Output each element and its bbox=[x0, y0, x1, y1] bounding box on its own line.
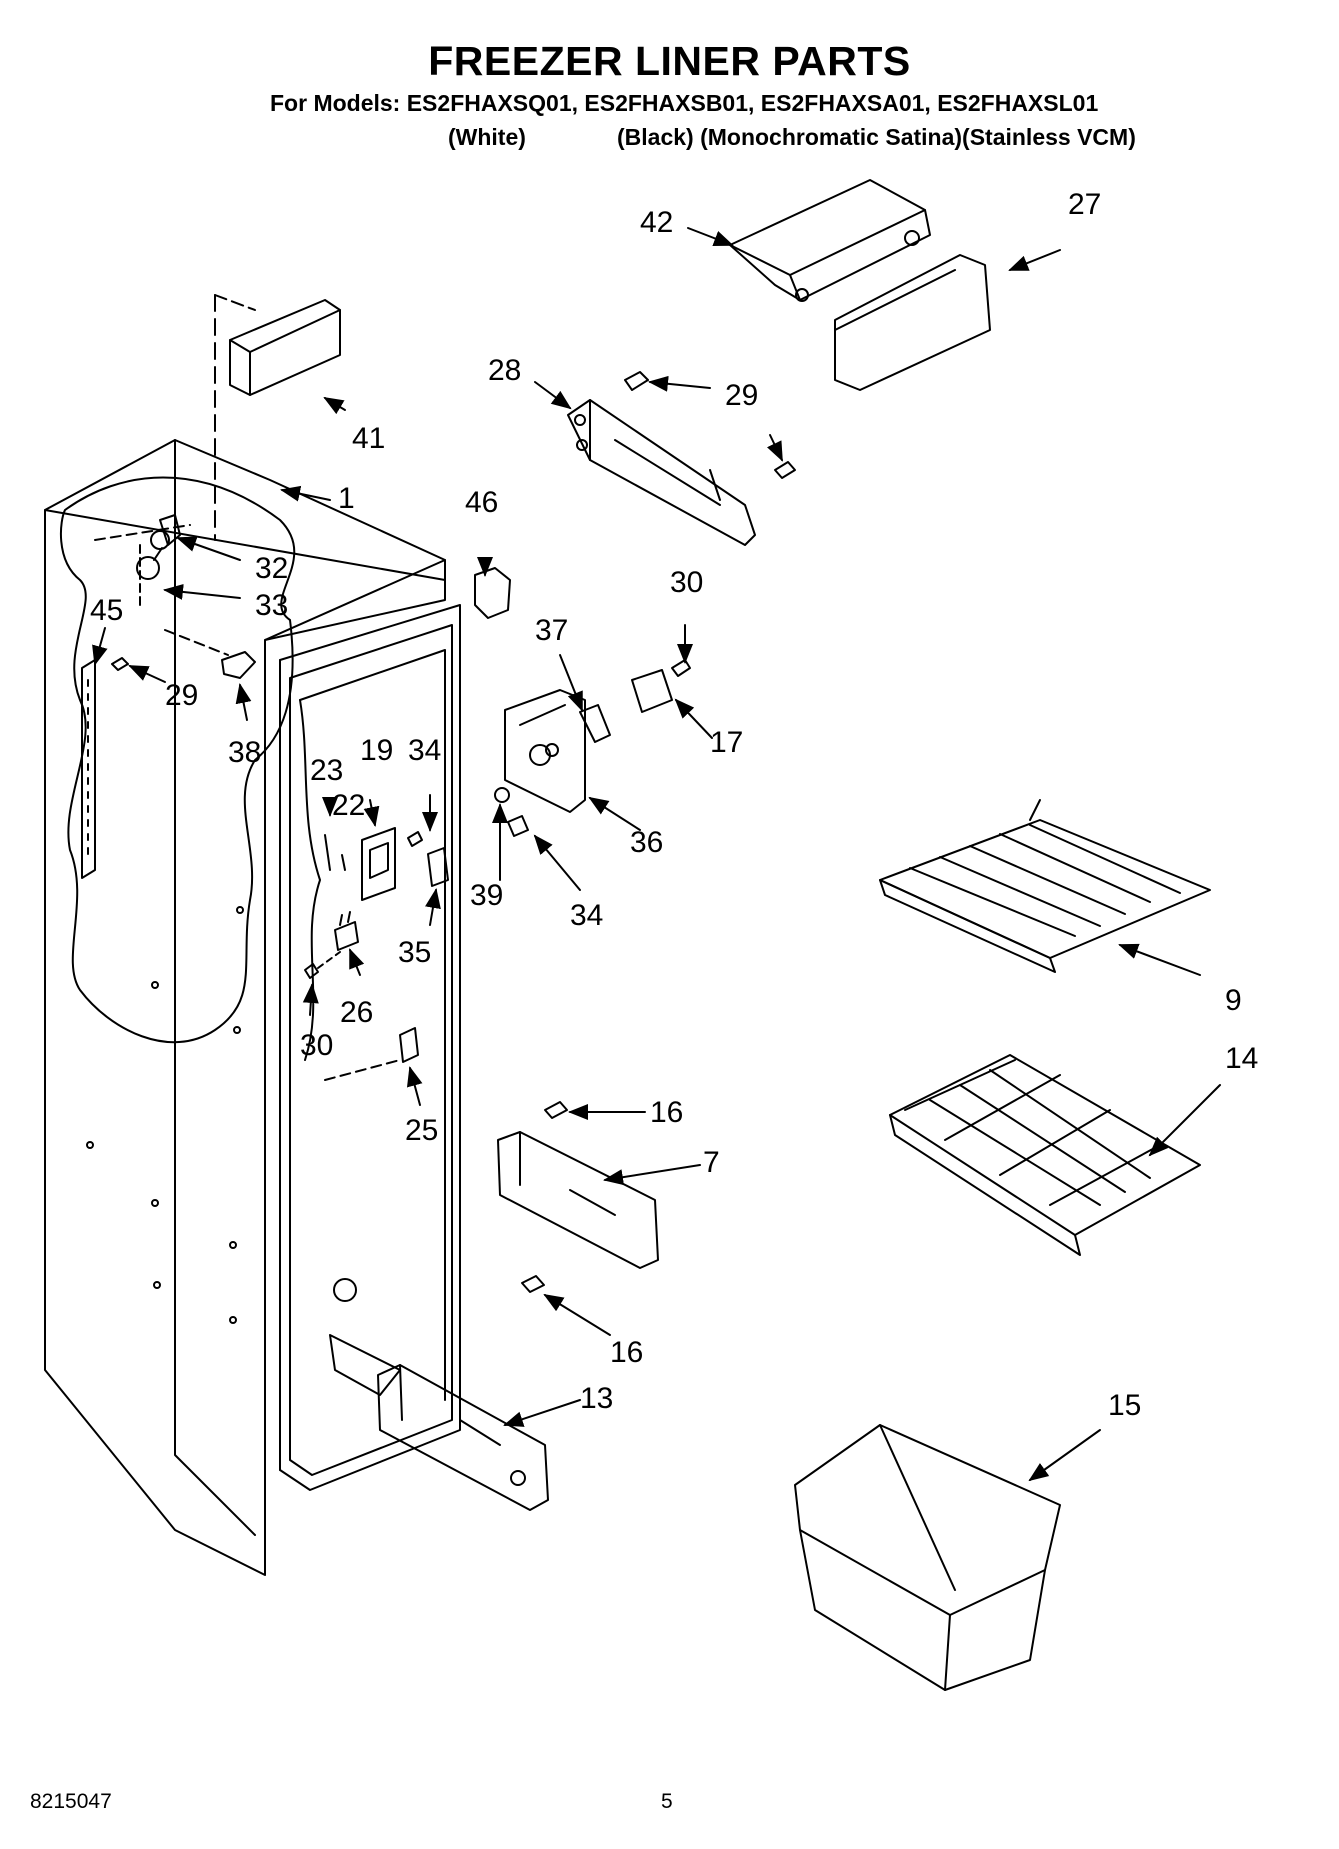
callout-37: 37 bbox=[535, 614, 568, 647]
part-45-strip bbox=[81, 659, 96, 879]
part-9-shelf bbox=[879, 799, 1211, 973]
callout-1: 1 bbox=[338, 482, 355, 515]
callout-27: 27 bbox=[1068, 188, 1101, 221]
part-7-trim bbox=[497, 1131, 659, 1269]
callout-29: 29 bbox=[165, 679, 198, 712]
callout-16: 16 bbox=[610, 1336, 643, 1369]
part-41-cover bbox=[229, 299, 341, 396]
callout-25: 25 bbox=[405, 1114, 438, 1147]
callout-28: 28 bbox=[488, 354, 521, 387]
freezer-liner bbox=[44, 439, 461, 1576]
callout-39: 39 bbox=[470, 879, 503, 912]
callout-45: 45 bbox=[90, 594, 123, 627]
model-list: For Models: ES2FHAXSQ01, ES2FHAXSB01, ES… bbox=[270, 90, 1099, 116]
part-33-bulb bbox=[136, 547, 163, 580]
part-17-clip bbox=[221, 651, 256, 679]
callout-9: 9 bbox=[1225, 984, 1242, 1017]
part-27-cover bbox=[834, 254, 991, 391]
part-36-control bbox=[504, 689, 586, 813]
callout-33: 33 bbox=[255, 589, 288, 622]
callout-15: 15 bbox=[1108, 1389, 1141, 1422]
variant-others: (Black) (Monochromatic Satina)(Stainless… bbox=[617, 124, 1136, 150]
callout-36: 36 bbox=[630, 826, 663, 859]
part-42-hinge bbox=[729, 179, 931, 302]
part-28-bracket bbox=[567, 399, 756, 546]
part-13-trim bbox=[377, 1364, 549, 1511]
callout-14: 14 bbox=[1225, 1042, 1258, 1075]
callout-29: 29 bbox=[725, 379, 758, 412]
callout-38: 38 bbox=[228, 736, 261, 769]
part-32-socket bbox=[150, 514, 181, 550]
callout-35: 35 bbox=[398, 936, 431, 969]
callout-34: 34 bbox=[408, 734, 441, 767]
part-35-clip bbox=[427, 847, 449, 887]
part-15-bin bbox=[794, 1424, 1061, 1691]
callout-46: 46 bbox=[465, 486, 498, 519]
callout-32: 32 bbox=[255, 552, 288, 585]
variant-white: (White) bbox=[448, 124, 526, 150]
callout-41: 41 bbox=[352, 422, 385, 455]
callout-16: 16 bbox=[650, 1096, 683, 1129]
callout-22: 22 bbox=[332, 789, 365, 822]
callout-34: 34 bbox=[570, 899, 603, 932]
doc-number: 8215047 bbox=[30, 1790, 112, 1813]
part-38 bbox=[631, 669, 673, 713]
callout-17: 17 bbox=[710, 726, 743, 759]
part-25-switch bbox=[399, 1027, 419, 1063]
callout-23: 23 bbox=[310, 754, 343, 787]
part-26-thermistor bbox=[334, 911, 359, 951]
callout-42: 42 bbox=[640, 206, 673, 239]
part-19-housing bbox=[361, 827, 396, 901]
callout-26: 26 bbox=[340, 996, 373, 1029]
callout-30: 30 bbox=[300, 1029, 333, 1062]
callout-19: 19 bbox=[360, 734, 393, 767]
part-14-wire-shelf bbox=[889, 1054, 1201, 1256]
callout-30: 30 bbox=[670, 566, 703, 599]
part-46 bbox=[474, 567, 511, 619]
callout-13: 13 bbox=[580, 1382, 613, 1415]
part-37-bracket bbox=[579, 704, 611, 743]
page-title: FREEZER LINER PARTS bbox=[428, 38, 911, 84]
page-number: 5 bbox=[661, 1790, 673, 1813]
callout-7: 7 bbox=[703, 1146, 720, 1179]
